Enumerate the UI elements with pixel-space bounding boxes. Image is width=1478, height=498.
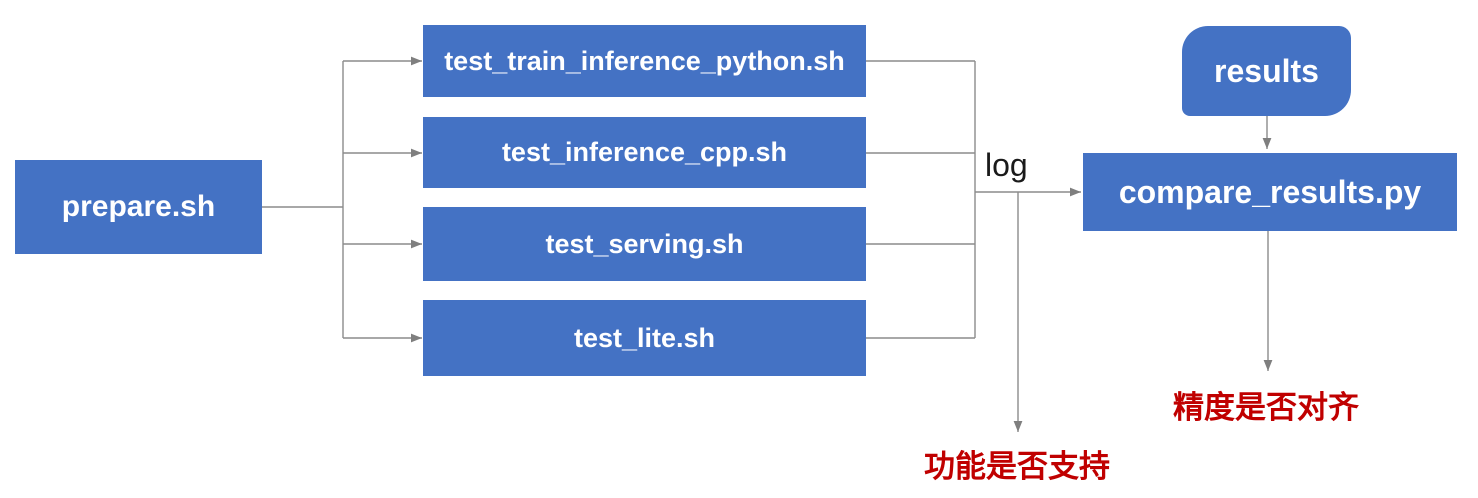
edge-group bbox=[262, 56, 1273, 432]
node-compare-results-py: compare_results.py bbox=[1083, 153, 1457, 231]
node-test-inference-cpp-sh: test_inference_cpp.sh bbox=[423, 117, 866, 188]
node-test-train-inference-python-sh: test_train_inference_python.sh bbox=[423, 25, 866, 97]
node-prepare-sh: prepare.sh bbox=[15, 160, 262, 254]
node-test-lite-sh: test_lite.sh bbox=[423, 300, 866, 376]
node-test-serving-sh: test_serving.sh bbox=[423, 207, 866, 281]
annotation-function-support: 功能是否支持 bbox=[924, 449, 1110, 484]
annotation-precision-align: 精度是否对齐 bbox=[1173, 390, 1359, 425]
log-label: log bbox=[985, 147, 1028, 183]
node-results: results bbox=[1182, 26, 1351, 116]
